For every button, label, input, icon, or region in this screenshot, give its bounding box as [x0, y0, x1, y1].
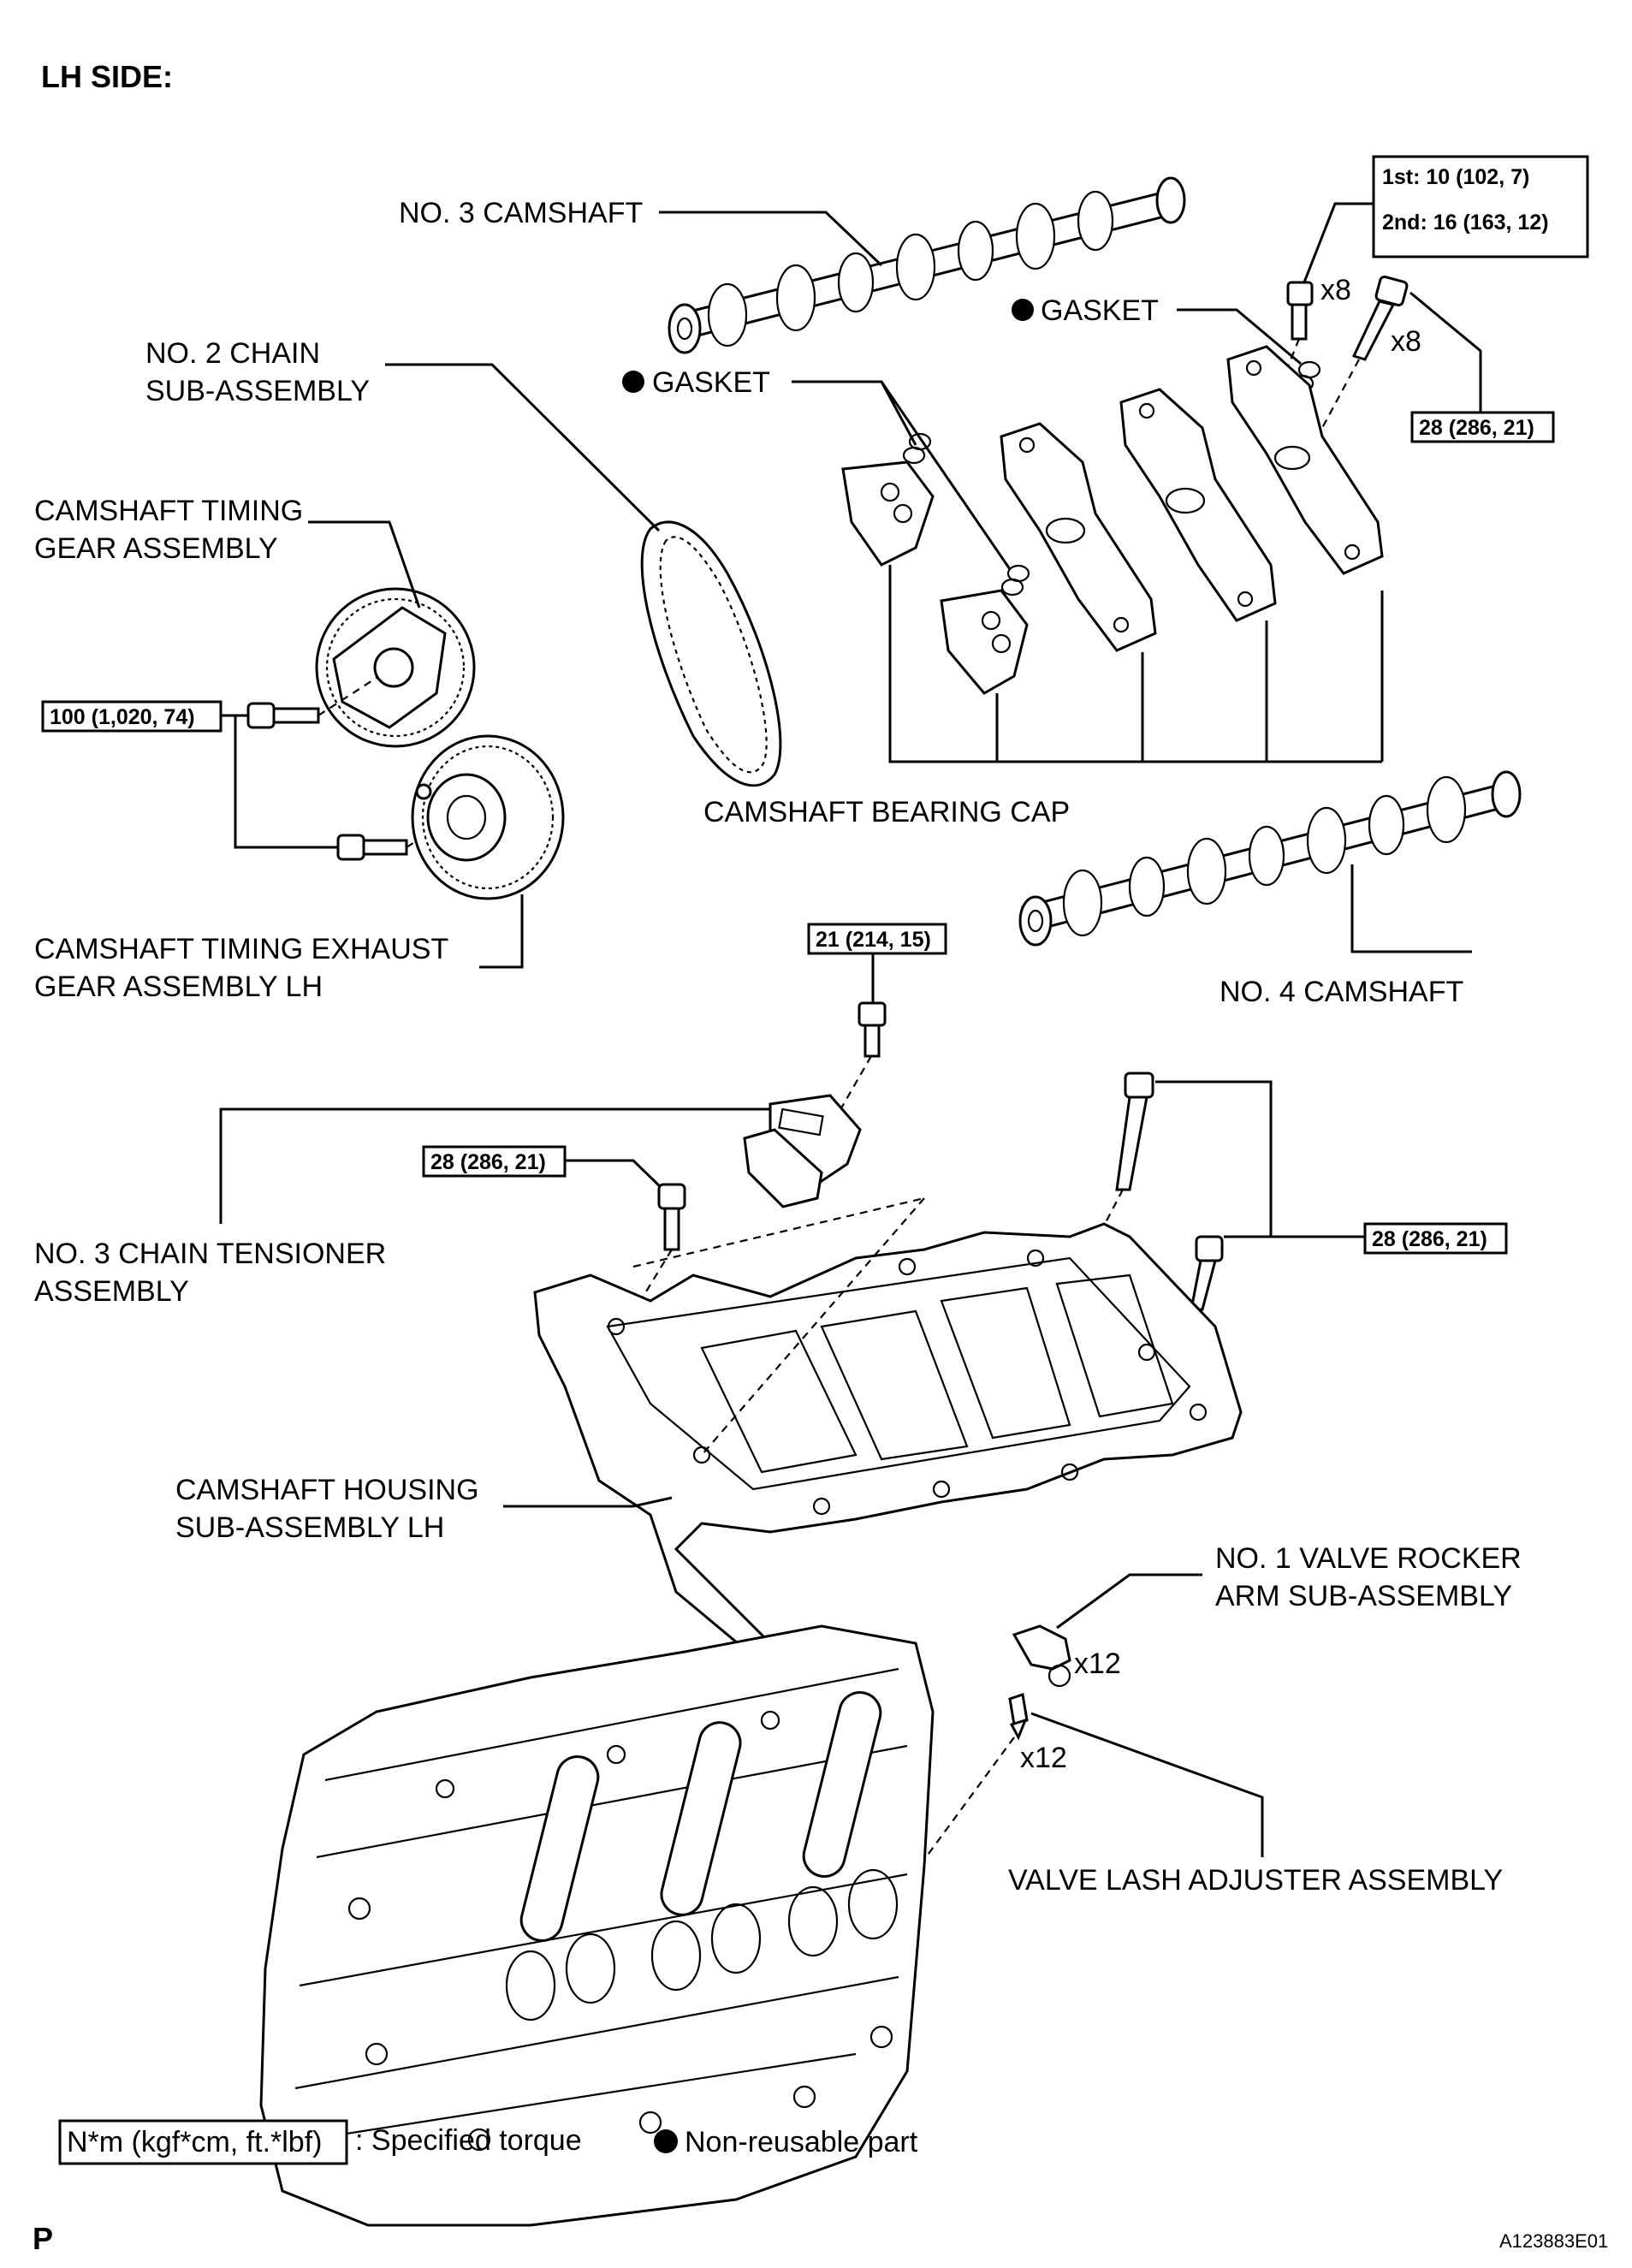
cam-timing-gear: [315, 587, 476, 748]
leader-no3-camshaft: [659, 211, 883, 267]
leader-housing-left: [565, 1159, 665, 1191]
cylinder-head: [259, 1624, 935, 2227]
torque-cap-long: 28 (286, 21): [1419, 416, 1534, 440]
legend-nonreusable-dot: [654, 2129, 678, 2153]
leader-gear-bolts: [234, 715, 338, 849]
label-cam-gear-2: GEAR ASSEMBLY: [34, 532, 278, 565]
nonreusable-dot-lower: [622, 371, 644, 393]
leader-cap-long: [1409, 291, 1482, 413]
leader-gasket-lower-a: [792, 380, 917, 446]
leader-no2-chain: [385, 363, 661, 532]
leader-bearing-cap-bus: [888, 565, 1382, 763]
bearing-cap-4: [1119, 388, 1277, 622]
lash-adjuster: [1008, 1693, 1029, 1741]
gasket-lower-rings: [902, 432, 1030, 597]
nonreusable-dot-upper: [1012, 299, 1034, 321]
bearing-cap-5: [1226, 345, 1384, 575]
footer-page-letter: P: [33, 2221, 53, 2256]
bearing-cap-1: [841, 460, 935, 567]
torque-box-cap-long: [1410, 411, 1555, 443]
leader-cam-timing-gear: [308, 520, 421, 609]
qty-rocker-arm: x12: [1074, 1648, 1121, 1680]
tensioner-bolt: [858, 1001, 887, 1058]
legend-torque-box: [58, 2119, 348, 2165]
rocker-arm: [1012, 1624, 1071, 1688]
side-label: LH SIDE:: [41, 59, 173, 94]
label-housing-1: CAMSHAFT HOUSING: [175, 1474, 479, 1506]
torque-cap-first: 1st: 10 (102, 7): [1382, 165, 1529, 189]
qty-cap-bolt-long: x8: [1391, 325, 1421, 358]
qty-cap-bolt-small: x8: [1320, 274, 1351, 306]
leader-tensioner: [219, 1107, 770, 1224]
leader-rocker: [1056, 1573, 1202, 1630]
gear-bolt-upper: [246, 702, 320, 729]
label-exhaust-gear-2: GEAR ASSEMBLY LH: [34, 971, 323, 1003]
housing-bolt-right-2: [1190, 1235, 1224, 1311]
qty-lash-adjuster: x12: [1020, 1742, 1067, 1774]
housing-bolt-right-1: [1115, 1072, 1154, 1191]
housing-bolt-left: [657, 1183, 686, 1251]
label-no3-camshaft: NO. 3 CAMSHAFT: [399, 197, 643, 229]
label-tensioner-2: ASSEMBLY: [34, 1275, 189, 1308]
label-exhaust-gear-1: CAMSHAFT TIMING EXHAUST: [34, 933, 448, 965]
label-gasket-lower: GASKET: [652, 366, 770, 399]
bearing-cap-3: [1000, 422, 1157, 652]
gear-bolt-lower: [336, 834, 408, 861]
leader-housing: [503, 1496, 673, 1508]
legend-torque-text: : Specified torque: [355, 2124, 582, 2157]
leader-housing-right: [1155, 1080, 1365, 1238]
no3-camshaft: [668, 176, 1186, 354]
leader-no4-camshaft: [1350, 864, 1472, 953]
torque-box-tensioner: [807, 923, 947, 955]
no2-chain: [640, 520, 782, 787]
label-housing-2: SUB-ASSEMBLY LH: [175, 1511, 444, 1544]
torque-box-housing-right: [1363, 1222, 1508, 1255]
label-no2-chain-2: SUB-ASSEMBLY: [145, 375, 370, 407]
torque-tensioner: 21 (214, 15): [816, 928, 931, 952]
footer-figure-id: A123883E01: [1499, 2230, 1608, 2252]
label-cam-gear-1: CAMSHAFT TIMING: [34, 495, 303, 527]
bearing-cap-2: [940, 589, 1029, 695]
label-tensioner-1: NO. 3 CHAIN TENSIONER: [34, 1238, 386, 1270]
label-rocker-1: NO. 1 VALVE ROCKER: [1215, 1542, 1522, 1575]
legend-torque-units: N*m (kgf*cm, ft.*lbf): [67, 2126, 322, 2158]
torque-box-gear: [41, 700, 223, 733]
torque-gear-bolt: 100 (1,020, 74): [50, 705, 195, 729]
torque-housing-right: 28 (286, 21): [1372, 1227, 1487, 1251]
torque-cap-second: 2nd: 16 (163, 12): [1382, 211, 1549, 235]
label-rocker-2: ARM SUB-ASSEMBLY: [1215, 1580, 1512, 1612]
label-gasket-upper: GASKET: [1041, 294, 1159, 327]
leader-lash: [1030, 1712, 1264, 1857]
exhaust-timing-gear: [411, 734, 565, 900]
label-lash-adjuster: VALVE LASH ADJUSTER ASSEMBLY: [1008, 1864, 1503, 1897]
cap-bolt-small: [1286, 281, 1314, 341]
no4-camshaft: [1018, 770, 1522, 947]
leader-torque-cap: [1299, 202, 1374, 292]
no3-chain-tensioner: [743, 1094, 862, 1208]
label-no4-camshaft: NO. 4 CAMSHAFT: [1220, 976, 1463, 1008]
leader-gasket-lower-b: [880, 381, 1012, 570]
label-bearing-cap: CAMSHAFT BEARING CAP: [703, 796, 1070, 828]
camshaft-housing: [533, 1222, 1243, 1658]
cap-bolt-long: [1351, 275, 1409, 361]
leader-exhaust-gear: [479, 894, 524, 969]
torque-box-cap: [1372, 155, 1589, 258]
leader-gasket-upper: [1177, 308, 1302, 365]
legend-nonreusable-text: Non-reusable part: [685, 2126, 918, 2158]
label-no2-chain-1: NO. 2 CHAIN: [145, 337, 320, 370]
torque-housing-left: 28 (286, 21): [430, 1150, 546, 1174]
